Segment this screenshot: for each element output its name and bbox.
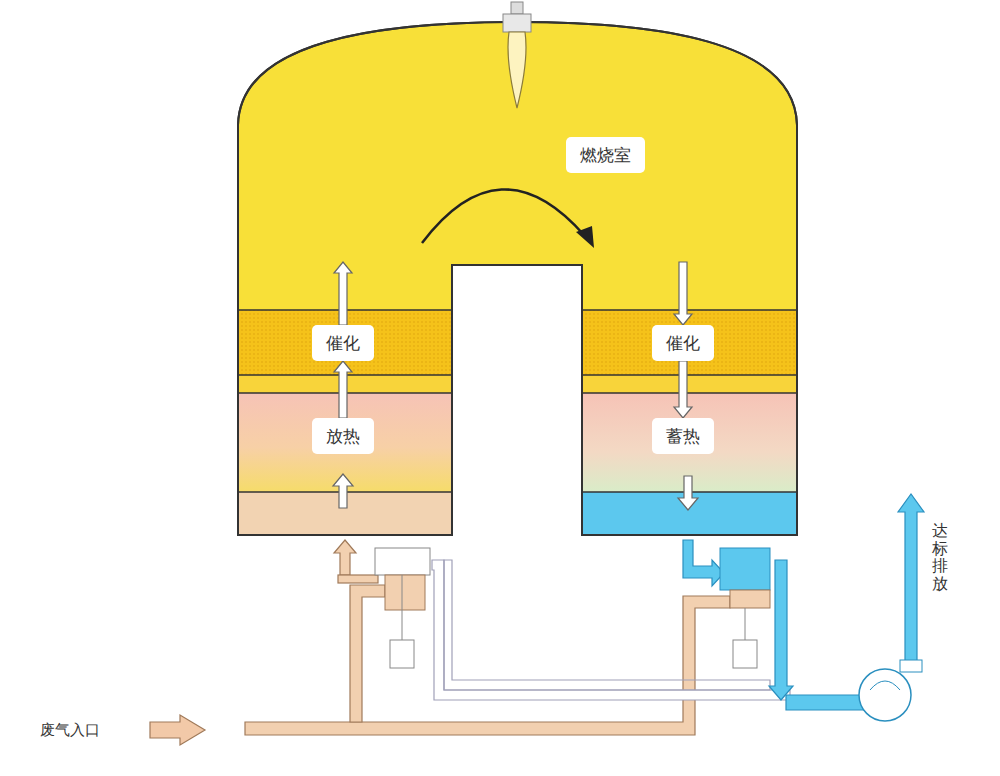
outlet-label: 达标排放 xyxy=(932,522,948,592)
catalyst-label: 催化 xyxy=(312,325,374,361)
flow-arrow xyxy=(334,361,352,418)
node-text: 燃烧室 xyxy=(566,137,645,173)
flow-arrow xyxy=(674,361,692,418)
heat-release-label: 放热 xyxy=(312,418,374,454)
inlet-label: 废气入口 xyxy=(40,720,100,740)
flow-arrow xyxy=(674,262,692,325)
node-text: 催化 xyxy=(312,325,374,361)
heat-storage-label: 蓄热 xyxy=(652,418,714,454)
node-text: 放热 xyxy=(312,418,374,454)
catalyst-label: 催化 xyxy=(652,325,714,361)
flow-arrow xyxy=(334,262,352,325)
node-text: 催化 xyxy=(652,325,714,361)
combustion-chamber: 燃烧室 xyxy=(238,30,797,262)
node-text: 蓄热 xyxy=(652,418,714,454)
